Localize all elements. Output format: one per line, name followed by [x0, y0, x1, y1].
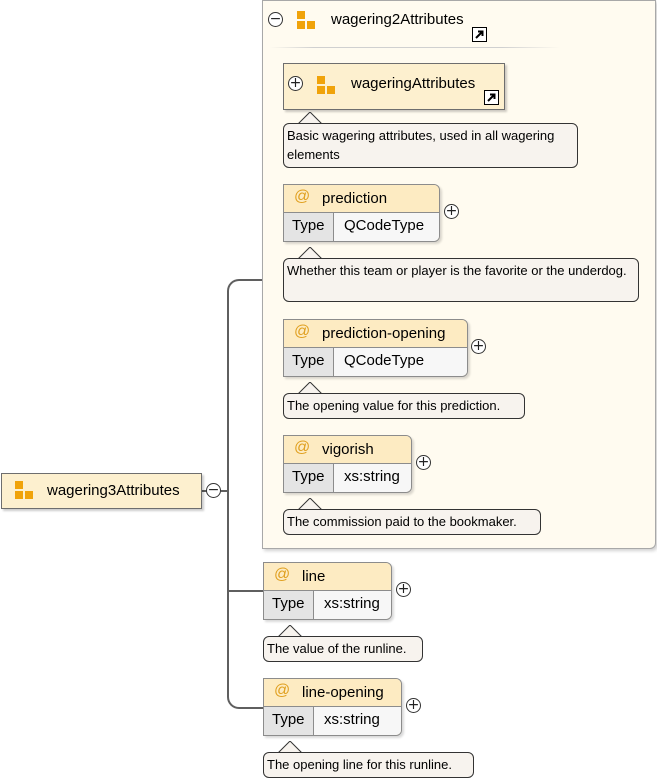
attribute-prediction-opening-toggle[interactable]: +: [471, 338, 486, 354]
line-documentation: The value of the runline.: [263, 636, 423, 662]
ref-documentation: Basic wagering attributes, used in all w…: [283, 123, 578, 168]
attribute-prediction[interactable]: @ prediction Type QCodeType: [283, 184, 440, 242]
prediction-documentation: Whether this team or player is the favor…: [283, 258, 639, 302]
type-value: xs:string: [324, 711, 380, 728]
at-sign-icon: @: [294, 439, 311, 456]
type-value: xs:string: [344, 468, 400, 485]
ref-element-name: wageringAttributes: [351, 75, 476, 92]
type-label: Type: [264, 707, 314, 735]
line-opening-doc-pointer: [278, 741, 302, 753]
ref-element-squares-icon: [317, 76, 337, 96]
type-value: xs:string: [324, 595, 380, 612]
connector-root: [200, 490, 208, 492]
group-separator: [270, 47, 560, 48]
type-value: QCodeType: [344, 352, 425, 369]
prediction-opening-doc-pointer: [298, 382, 322, 394]
element-squares-icon: [15, 481, 35, 501]
group-collapse-toggle[interactable]: −: [268, 11, 283, 27]
connector-trunk: [227, 296, 229, 691]
ref-element-box[interactable]: + wageringAttributes: [283, 63, 505, 110]
vigorish-doc-pointer: [298, 498, 322, 510]
type-label: Type: [264, 591, 314, 619]
connector-to-group: [227, 279, 265, 301]
root-collapse-toggle[interactable]: −: [206, 482, 221, 498]
prediction-doc-pointer: [298, 247, 322, 259]
ref-doc-pointer: [298, 112, 322, 124]
group-element-squares-icon: [297, 11, 317, 31]
connector-root-out: [221, 490, 228, 492]
attribute-name: prediction-opening: [322, 325, 446, 342]
prediction-opening-documentation: The opening value for this prediction.: [283, 393, 525, 419]
attribute-line[interactable]: @ line Type xs:string: [263, 562, 392, 620]
line-doc-pointer: [278, 625, 302, 637]
attribute-prediction-opening[interactable]: @ prediction-opening Type QCodeType: [283, 319, 468, 377]
attribute-vigorish[interactable]: @ vigorish Type xs:string: [283, 435, 412, 493]
reference-arrow-icon[interactable]: [484, 90, 499, 105]
attribute-name: line-opening: [302, 684, 384, 701]
reference-arrow-icon[interactable]: [472, 27, 487, 42]
type-value: QCodeType: [344, 217, 425, 234]
at-sign-icon: @: [274, 682, 291, 699]
type-label: Type: [284, 213, 334, 241]
ref-expand-toggle[interactable]: +: [288, 75, 303, 91]
at-sign-icon: @: [294, 188, 311, 205]
root-element-box[interactable]: wagering3Attributes: [1, 473, 202, 509]
attribute-prediction-toggle[interactable]: +: [444, 203, 459, 219]
attribute-line-toggle[interactable]: +: [396, 581, 411, 597]
group-name: wagering2Attributes: [331, 11, 464, 28]
vigorish-documentation: The commission paid to the bookmaker.: [283, 509, 541, 535]
at-sign-icon: @: [274, 566, 291, 583]
attribute-line-opening[interactable]: @ line-opening Type xs:string: [263, 678, 402, 736]
connector-to-line: [227, 590, 263, 592]
attribute-name: line: [302, 568, 326, 585]
line-opening-documentation: The opening line for this runline.: [263, 752, 474, 778]
attribute-name: vigorish: [322, 441, 374, 458]
at-sign-icon: @: [294, 323, 311, 340]
attribute-line-opening-toggle[interactable]: +: [406, 697, 421, 713]
attribute-name: prediction: [322, 190, 388, 207]
attribute-vigorish-toggle[interactable]: +: [416, 454, 431, 470]
type-label: Type: [284, 348, 334, 376]
root-element-name: wagering3Attributes: [47, 482, 180, 499]
connector-to-line-opening: [227, 686, 265, 709]
type-label: Type: [284, 464, 334, 492]
